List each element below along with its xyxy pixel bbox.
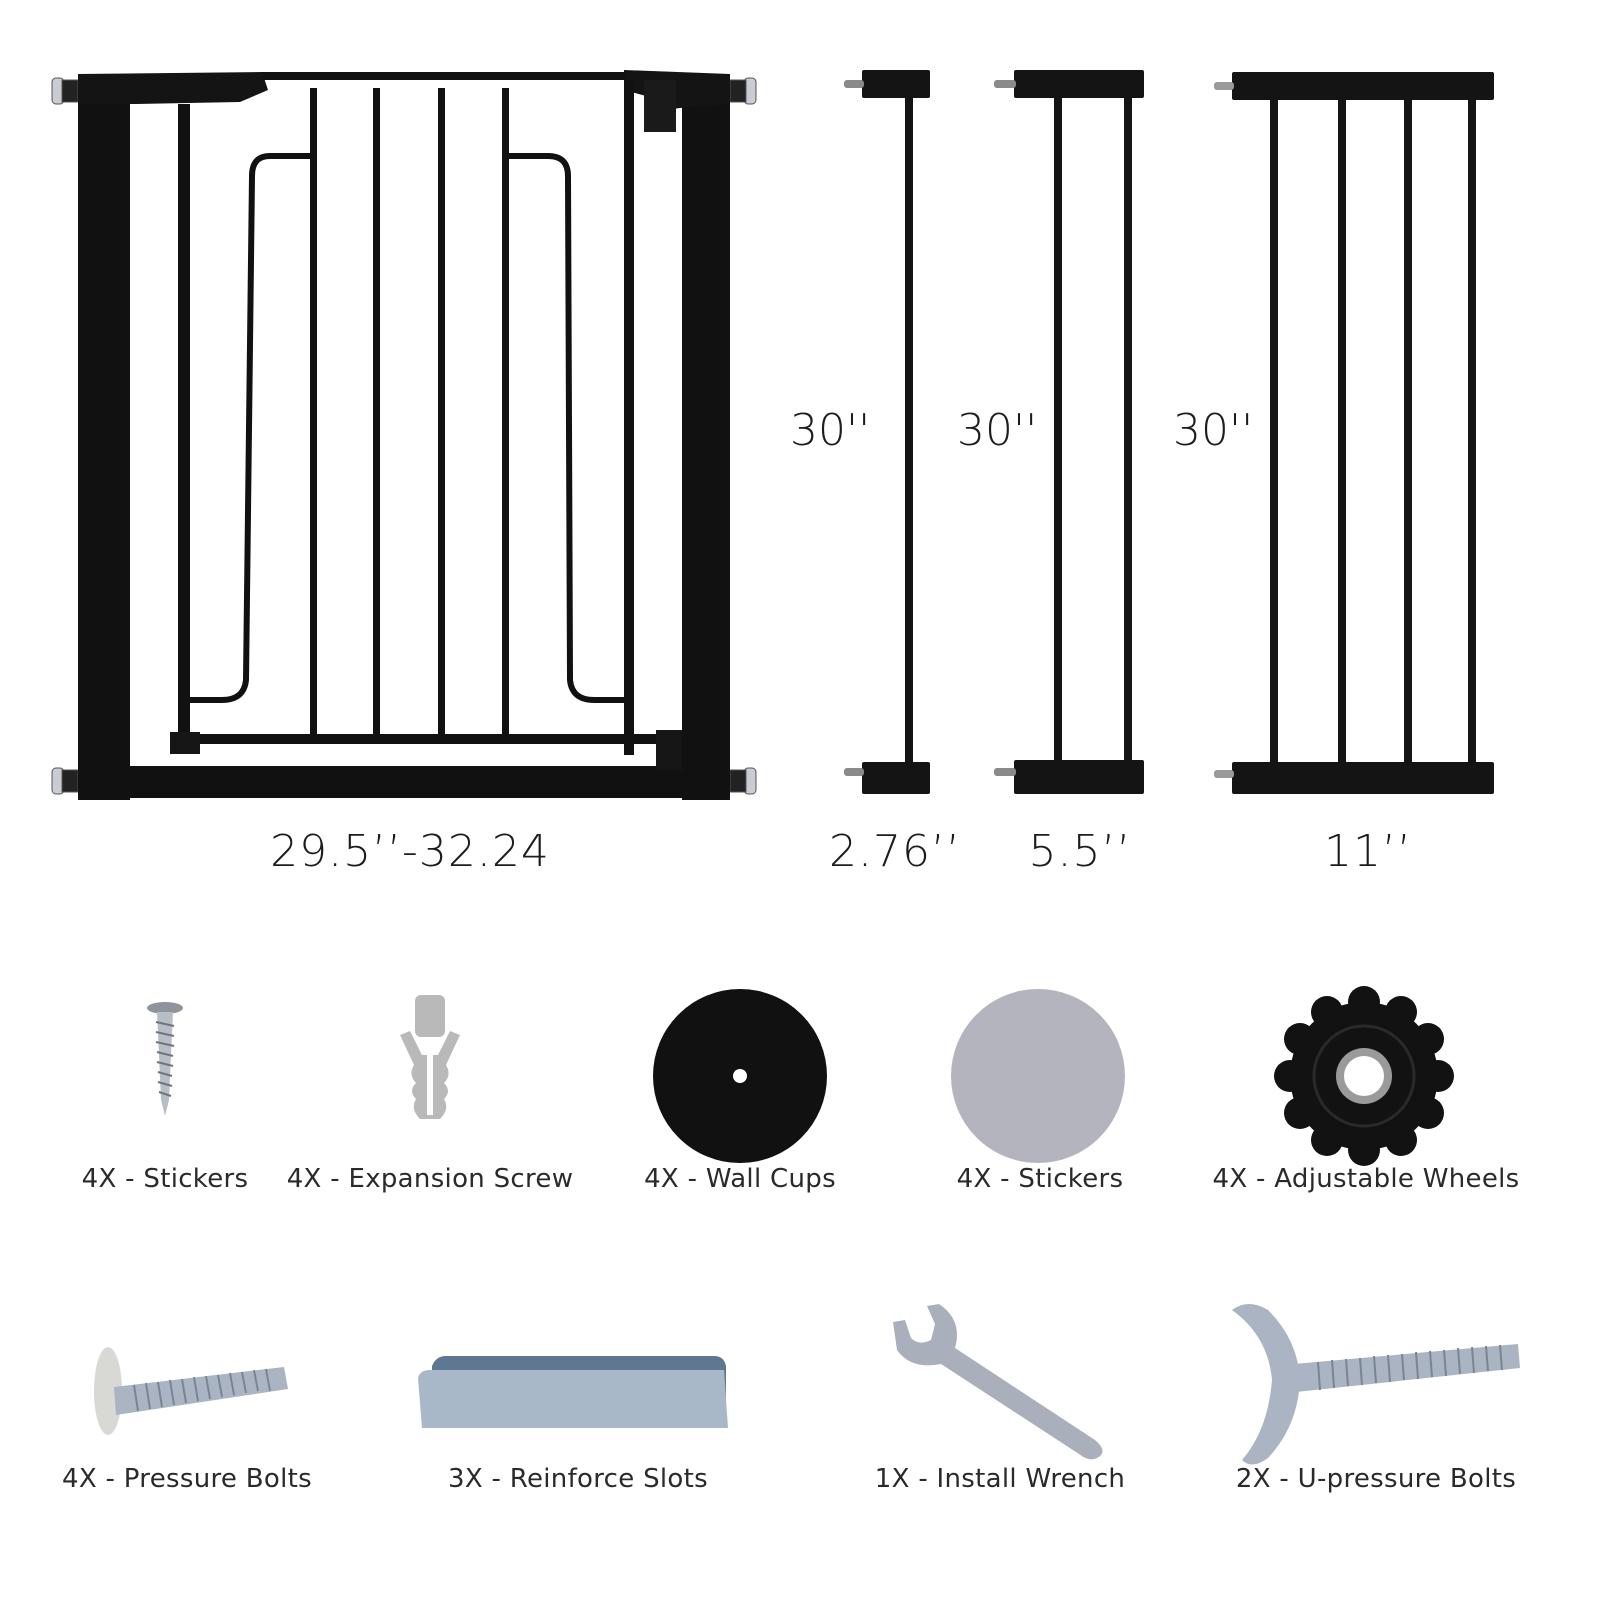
part-label-expansion-screw: 4X - Expansion Screw <box>286 1164 574 1194</box>
gate-width-label: 29.5’’-32.24 <box>270 826 550 877</box>
part-label-wall-cups: 4X - Wall Cups <box>644 1164 836 1194</box>
wrench-icon <box>893 1304 1103 1460</box>
extension-medium-width: 5.5’’ <box>1028 826 1132 877</box>
part-label-stickers-screw: 4X - Stickers <box>81 1164 249 1194</box>
reinforce-slot-icon <box>418 1356 728 1428</box>
extension-large <box>1214 72 1494 794</box>
expansion-anchor-icon <box>400 995 460 1119</box>
wood-screw-icon <box>147 1002 183 1116</box>
part-label-reinforce-slots: 3X - Reinforce Slots <box>448 1464 708 1494</box>
extension-small <box>844 70 930 794</box>
part-label-u-pressure-bolts: 2X - U-pressure Bolts <box>1235 1464 1517 1494</box>
sticker-disc-icon <box>951 989 1125 1163</box>
extension-small-width: 2.76’’ <box>829 826 961 877</box>
part-label-adjustable-wheels: 4X - Adjustable Wheels <box>1212 1164 1520 1194</box>
adjustable-wheel-icon <box>1274 986 1454 1166</box>
extension-medium-height: 30'' <box>957 405 1038 456</box>
extension-large-width: 11’’ <box>1324 826 1412 877</box>
extension-large-height: 30'' <box>1173 405 1254 456</box>
pressure-bolt-icon <box>94 1347 288 1435</box>
wall-cup-icon <box>653 989 827 1163</box>
extension-small-height: 30'' <box>790 405 871 456</box>
extension-medium <box>994 70 1144 794</box>
part-label-stickers-disc: 4X - Stickers <box>956 1164 1124 1194</box>
pressure-knob-icon <box>51 77 757 795</box>
u-pressure-bolt-icon <box>1232 1304 1520 1465</box>
baby-gate-main <box>51 70 757 800</box>
part-label-install-wrench: 1X - Install Wrench <box>874 1464 1126 1494</box>
part-label-pressure-bolts: 4X - Pressure Bolts <box>62 1464 312 1494</box>
